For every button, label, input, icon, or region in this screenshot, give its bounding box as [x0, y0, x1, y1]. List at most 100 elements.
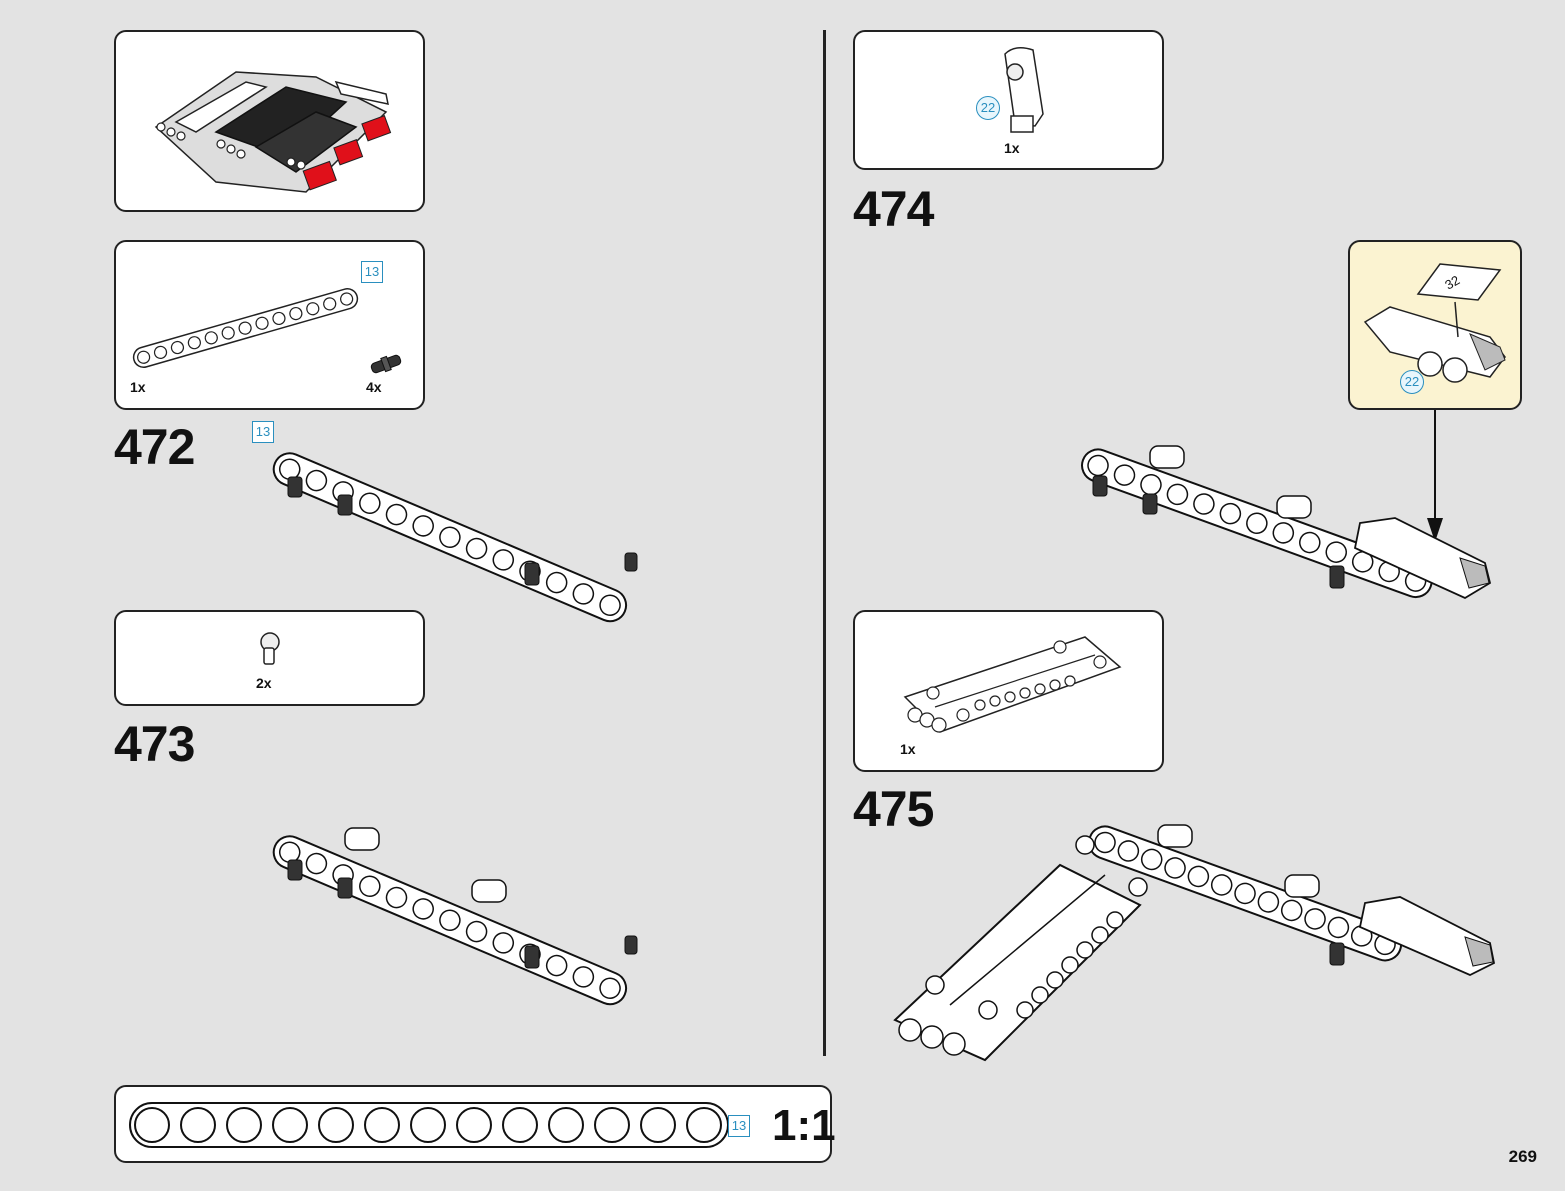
beam-hole	[272, 311, 286, 326]
beam-hole	[439, 526, 461, 548]
beam-hole	[204, 331, 218, 345]
beam-hole	[1272, 522, 1295, 544]
beam-hole	[1246, 512, 1268, 535]
beam-hole	[1187, 865, 1210, 888]
page-divider	[823, 30, 826, 1056]
scale-hole	[410, 1107, 446, 1143]
beam-hole	[1327, 916, 1350, 939]
beam-hole	[1219, 502, 1242, 525]
panel-icon	[903, 636, 1122, 733]
beam-hole	[572, 966, 595, 988]
part-qty: 1x	[900, 741, 916, 757]
beam-hole	[323, 297, 337, 311]
part-qty: 1x	[130, 379, 146, 395]
beam-hole	[359, 875, 381, 897]
beam-hole	[1113, 464, 1136, 486]
beam-hole	[492, 549, 515, 571]
beam-hole	[1166, 483, 1189, 506]
scale-hole	[180, 1107, 216, 1143]
beam-hole	[1164, 857, 1186, 879]
beam-hole	[278, 841, 301, 864]
scale-hole	[318, 1107, 354, 1143]
page-number: 269	[1508, 1147, 1537, 1166]
callout-tag: 22	[1400, 370, 1424, 394]
sticker-icon	[1363, 263, 1506, 383]
beam-hole	[1257, 891, 1280, 913]
beam-hole	[306, 302, 320, 316]
step-number: 473	[114, 716, 195, 772]
parts-panel-473: 2x	[114, 610, 425, 706]
length-tag: 13	[728, 1115, 750, 1137]
beam-assembly-icon	[1081, 445, 1492, 600]
beam-assembly-icon	[272, 452, 638, 623]
beam-hole	[599, 977, 621, 999]
step-number: 474	[853, 181, 934, 237]
beam-hole	[1117, 840, 1140, 862]
parts-panel-475: 1x	[853, 610, 1164, 772]
beam-hole	[572, 583, 595, 605]
beam-hole	[465, 537, 488, 560]
pin-icon	[370, 354, 402, 374]
beam-hole	[439, 909, 461, 931]
beam-hole	[1140, 848, 1163, 871]
beam-hole	[385, 503, 408, 526]
beam-hole	[238, 321, 252, 335]
beam-hole	[137, 350, 151, 364]
beam-hole	[492, 932, 515, 954]
beam-hole	[1094, 831, 1116, 854]
scale-bar-panel: 13 1:1	[114, 1085, 836, 1163]
beam-hole	[1299, 531, 1321, 554]
callout-tag: 22	[976, 96, 1000, 120]
beam-hole	[170, 340, 185, 355]
scale-hole	[456, 1107, 492, 1143]
scale-hole	[364, 1107, 400, 1143]
beam-hole	[1304, 908, 1326, 930]
subassembly-icon	[154, 71, 392, 193]
beam-hole	[545, 571, 568, 594]
frame-assembly-icon	[893, 824, 1496, 1062]
scale-hole	[502, 1107, 538, 1143]
connector-icon	[260, 632, 280, 665]
parts-panel-474: 22 1x	[853, 30, 1164, 170]
subassembly-panel	[114, 30, 425, 212]
beam-hole	[153, 345, 168, 359]
beam-hole	[1234, 882, 1256, 905]
step-number: 475	[853, 781, 934, 837]
part-qty: 2x	[256, 675, 272, 691]
beam-hole	[385, 886, 408, 909]
beam-hole	[221, 326, 235, 340]
beam-hole	[305, 469, 328, 492]
beam-hole	[1280, 899, 1303, 922]
sticker-callout: 32 22	[1348, 240, 1522, 410]
scale-hole	[272, 1107, 308, 1143]
beam-assembly-icon	[272, 827, 638, 1006]
step-number: 472	[114, 419, 195, 475]
length-tag: 13	[252, 421, 274, 443]
arrow-down-icon	[1427, 410, 1443, 542]
part-qty: 4x	[366, 379, 382, 395]
beam-hole	[1193, 493, 1215, 515]
beam-hole	[359, 492, 381, 514]
connector-icon	[1004, 47, 1044, 133]
scale-hole	[134, 1107, 170, 1143]
beam-icon	[132, 288, 359, 368]
beam-hole	[465, 920, 488, 943]
scale-hole	[640, 1107, 676, 1143]
beam-hole	[599, 594, 621, 616]
part-qty: 1x	[1004, 140, 1020, 156]
beam-hole	[340, 292, 354, 306]
scale-hole	[686, 1107, 722, 1143]
scale-hole	[594, 1107, 630, 1143]
beam-hole	[255, 316, 269, 330]
length-tag: 13	[361, 261, 383, 283]
beam-icon	[129, 1102, 729, 1148]
beam-hole	[278, 458, 301, 481]
parts-panel-472: 13 1x 4x	[114, 240, 425, 410]
beam-hole	[412, 898, 434, 920]
scale-ratio: 1:1	[772, 1101, 836, 1150]
beam-hole	[187, 336, 201, 350]
beam-hole	[305, 852, 328, 875]
scale-hole	[226, 1107, 262, 1143]
beam-hole	[289, 306, 303, 321]
beam-hole	[1087, 454, 1109, 477]
